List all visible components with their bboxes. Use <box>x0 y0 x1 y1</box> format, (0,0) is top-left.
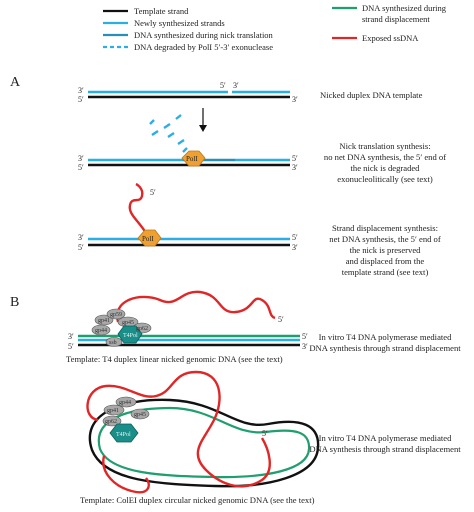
protein-label: ssb <box>109 340 117 346</box>
end-label: 3′ <box>68 332 74 341</box>
poli-enzyme <box>137 229 162 247</box>
row2-caption: Nick translation synthesis: no net DNA s… <box>324 141 446 184</box>
displaced-ssdna-flap <box>128 182 148 234</box>
protein-blob <box>91 324 111 336</box>
flap-end-label: 5′ <box>262 429 268 438</box>
end-label: 3′ <box>292 95 298 104</box>
t4pol-label: T4Pol <box>116 432 131 438</box>
replisome-proteins: gp41 gp44 gp59 gp45 gp62 ssb T4Pol <box>91 308 152 347</box>
protein-label: gp45 <box>122 320 134 326</box>
caption-line: the nick is preserved <box>350 245 422 255</box>
caption-line: DNA synthesis through strand displacemen… <box>309 343 461 353</box>
protein-blob <box>115 396 137 408</box>
end-label: 5′ <box>68 342 74 351</box>
circular-coleI-diagram: gp41 gp44 gp62 gp45 T4Pol 5′ In vitro T4… <box>80 370 461 505</box>
end-label: 3′ <box>78 233 84 242</box>
displaced-ssdna <box>116 290 276 323</box>
legend-degraded-label: DNA degraded by PolI 5′-3′ exonuclease <box>134 42 273 52</box>
down-arrow-icon <box>199 108 207 132</box>
caption-line: Strand displacement synthesis: <box>332 223 438 233</box>
degraded-dna-fragments <box>149 114 188 153</box>
legend-displacement-label-1: DNA synthesized during <box>362 3 447 13</box>
protein-label: gp59 <box>110 312 122 318</box>
end-label: 5′ <box>292 233 298 242</box>
end-label: 5′ <box>292 154 298 163</box>
protein-blob <box>106 308 126 320</box>
poli-label: PolI <box>142 235 154 243</box>
end-label: 3′ <box>292 163 298 172</box>
legend-ssdna-label: Exposed ssDNA <box>362 33 419 43</box>
caption-line: DNA synthesis through strand displacemen… <box>309 444 461 454</box>
protein-label: gp62 <box>136 326 148 332</box>
linear-t4-diagram: gp41 gp44 gp59 gp45 gp62 ssb T4Pol 5′ 3′… <box>66 290 461 364</box>
template-caption: Template: T4 duplex linear nicked genomi… <box>66 354 283 364</box>
end-label: 5′ <box>78 95 84 104</box>
caption-line: Nick translation synthesis: <box>339 141 430 151</box>
poli-label: PolI <box>186 155 198 163</box>
caption-line: no net DNA synthesis, the 5′ end of <box>324 152 446 162</box>
t4pol-label: T4Pol <box>123 333 138 339</box>
caption-line: net DNA synthesis, the 5′ end of <box>329 234 441 244</box>
protein-blob <box>102 415 122 427</box>
end-label: 5′ <box>302 332 308 341</box>
caption-line: exonucleolitically (see text) <box>337 174 433 184</box>
nick-label-right: 3′ <box>233 81 239 90</box>
strand-displacement-row: 5′ PolI 3′ 5′ 5′ 3′ Strand displacement … <box>78 182 441 277</box>
template-caption: Template: ColEI duplex circular nicked g… <box>80 495 315 505</box>
end-label: 3′ <box>78 86 84 95</box>
legend-nick-translation-label: DNA synthesized during nick translation <box>134 30 274 40</box>
legend-template-label: Template strand <box>134 6 189 16</box>
end-label: 5′ <box>78 243 84 252</box>
nicked-duplex-row: 3′ 5′ 5′ 3′ 3′ Nicked duplex DNA templat… <box>78 81 423 104</box>
caption-line: In vitro T4 DNA polymerase mediated <box>319 433 452 443</box>
circular-displacement-strand <box>97 406 311 479</box>
displaced-ssdna-loop <box>102 455 150 494</box>
protein-blob <box>105 337 123 347</box>
end-label: 5′ <box>78 163 84 172</box>
protein-label: gp62 <box>105 419 117 425</box>
displaced-ssdna <box>86 370 271 488</box>
row3-caption: Strand displacement synthesis: net DNA s… <box>329 223 441 277</box>
t4-polymerase <box>109 423 139 443</box>
replisome-proteins: gp41 gp44 gp62 gp45 T4Pol <box>102 396 150 443</box>
flap-end-label: 5′ <box>278 315 284 324</box>
row1-caption: Nicked duplex DNA template <box>320 90 423 100</box>
nick-translation-row: PolI 3′ 5′ 5′ 3′ Nick translation synthe… <box>78 114 446 184</box>
protein-label: gp45 <box>134 412 146 418</box>
protein-blob <box>130 408 150 420</box>
caption-line: the nick is degraded <box>351 163 421 173</box>
protein-label: gp44 <box>119 400 131 406</box>
protein-label: gp44 <box>95 328 107 334</box>
panel-b-label: B <box>10 295 19 310</box>
nick-label-left: 5′ <box>220 81 226 90</box>
circular-template-strand <box>88 398 320 488</box>
flap-end-label: 5′ <box>150 188 156 197</box>
caption-line: template strand (see text) <box>342 267 429 277</box>
protein-label: gp41 <box>98 318 110 324</box>
end-label: 3′ <box>302 342 308 351</box>
protein-blob <box>103 404 125 416</box>
legend-new-strands-label: Newly synthesized strands <box>134 18 225 28</box>
end-label: 3′ <box>292 243 298 252</box>
poli-enzyme <box>181 150 206 167</box>
protein-label: gp41 <box>107 408 119 414</box>
caption-line: In vitro T4 DNA polymerase mediated <box>319 332 452 342</box>
caption-line: and displaced from the <box>346 256 425 266</box>
legend: Template strand Newly synthesized strand… <box>103 3 447 52</box>
t4-polymerase <box>117 325 143 344</box>
end-label: 3′ <box>78 154 84 163</box>
panel-a-label: A <box>10 75 21 90</box>
legend-displacement-label-2: strand displacement <box>362 14 430 24</box>
